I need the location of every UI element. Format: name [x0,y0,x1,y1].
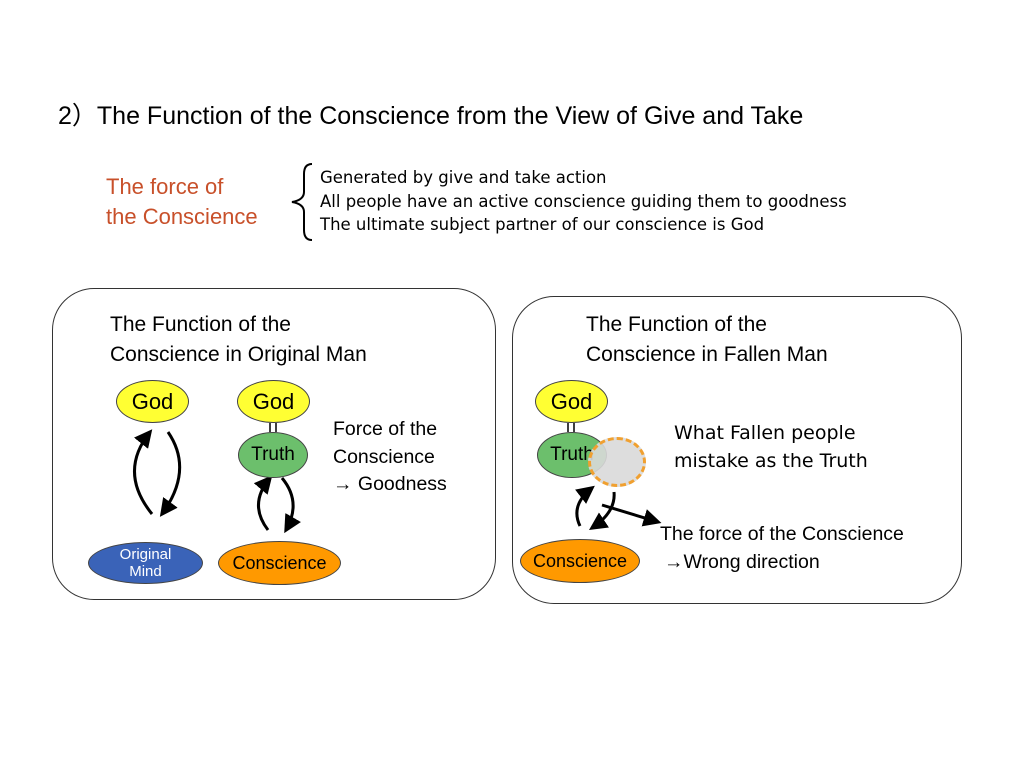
original-man-title-line1: The Function of the [110,313,291,336]
goodness-caption: Force of the Conscience → Goodness [333,416,447,499]
goodness-caption-line2: Conscience [333,445,435,468]
false-truth-node [588,437,646,487]
god-node: God [237,380,310,423]
original-man-title: The Function of the Conscience in Origin… [110,310,367,370]
original-man-title-line2: Conscience in Original Man [110,343,367,366]
original-mind-line2: Mind [129,563,162,580]
force-points: Generated by give and take action All pe… [320,166,847,237]
wrong-direction-caption-line1: The force of the Conscience [660,523,904,545]
conscience-node: Conscience [218,541,341,585]
god-node: God [535,380,608,423]
mistake-caption-line2: mistake as the Truth [674,450,868,472]
force-heading: The force of the Conscience [106,172,258,232]
goodness-caption-line1: Force of the [333,418,438,440]
wrong-direction-caption: The force of the Conscience →Wrong direc… [660,521,904,576]
fallen-man-title: The Function of the Conscience in Fallen… [586,310,828,370]
original-mind-line1: Original [119,546,172,563]
god-node: God [116,380,189,423]
wrong-direction-caption-line2: →Wrong direction [664,550,820,573]
force-point: Generated by give and take action [320,168,607,187]
mistake-caption: What Fallen people mistake as the Truth [674,419,868,475]
force-point: All people have an active conscience gui… [320,191,847,211]
page-title: 2）The Function of the Conscience from th… [58,102,804,130]
force-heading-line1: The force of [106,174,224,199]
truth-node: Truth [238,432,308,478]
mistake-caption-line1: What Fallen people [674,422,856,444]
force-point: The ultimate subject partner of our cons… [320,215,765,234]
fallen-man-title-line1: The Function of the [586,313,767,336]
conscience-node: Conscience [520,539,640,583]
goodness-caption-line3: → Goodness [333,473,447,495]
force-heading-line2: the Conscience [106,204,258,229]
fallen-man-title-line2: Conscience in Fallen Man [586,343,828,366]
curly-brace [291,163,313,241]
